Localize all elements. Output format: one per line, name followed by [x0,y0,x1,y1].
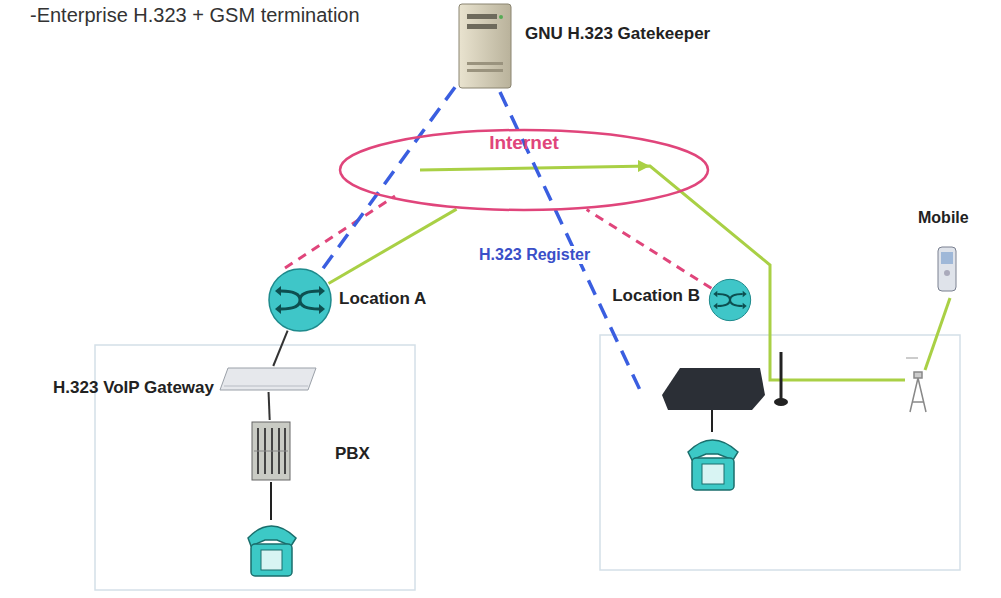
node-label: GNU H.323 Gatekeeper [525,24,710,44]
radio-link [925,298,950,370]
node-label: Location A [339,289,426,309]
node-label: Mobile [918,209,969,227]
connector-line [273,331,287,366]
pbx: PBX [250,420,292,482]
media-arrow [638,160,650,172]
media-path [420,166,905,380]
diagram-title: -Enterprise H.323 + GSM termination [30,4,360,27]
cell-tower [906,358,926,412]
telephone [688,440,738,490]
connector-line [319,87,455,273]
connector [319,87,455,273]
connector-line [587,210,712,289]
connector [587,210,712,289]
antenna-base [774,398,788,406]
gatekeeper-server: GNU H.323 Gatekeeper [455,2,515,90]
voip-gateway: H.323 VoIP Gateway [218,366,318,392]
router: Location B [708,278,752,322]
router: Location A [267,267,333,333]
node-label: PBX [335,444,370,464]
site-b-box [600,335,960,570]
node-label: Location B [612,286,700,306]
connector [273,331,287,366]
annotation-label: H.323 Register [476,246,593,264]
node-label: H.323 VoIP Gateway [53,378,214,398]
antenna [780,352,783,400]
gsm-gateway [662,368,765,410]
node-label: Internet [338,132,710,154]
telephone [248,526,296,576]
connector-line [329,209,457,283]
ip-link [285,196,395,268]
connector-line [269,392,270,420]
mobile-phone: Mobile [930,245,964,293]
phone-wire [711,410,713,432]
connector [269,392,270,420]
connector [329,209,457,283]
internet-cloud: Internet [338,128,710,212]
phone-wire [270,482,272,520]
